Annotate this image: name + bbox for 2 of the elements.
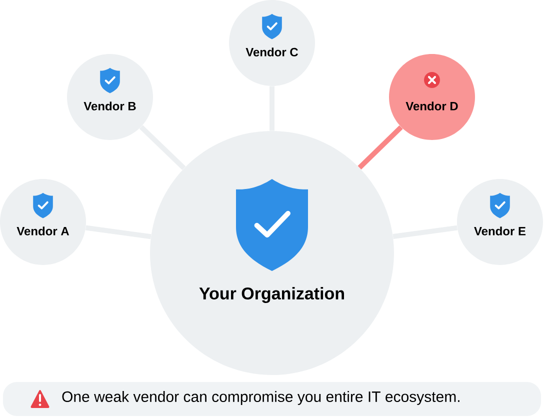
warning-banner: One weak vendor can compromise you entire IT ecosystem. xyxy=(3,382,541,416)
connector-line xyxy=(358,125,403,170)
